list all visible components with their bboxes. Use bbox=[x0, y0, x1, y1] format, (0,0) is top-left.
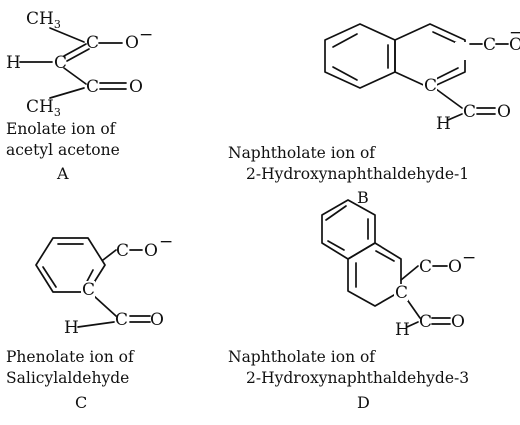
a-ch3-bottom-label: CH3 bbox=[26, 97, 61, 119]
structure-d: C O − C H C O Naphtholate ion of 2-Hydro… bbox=[228, 199, 476, 412]
structure-b: C O − C H C O Naphtholate ion of 2-Hydro… bbox=[228, 23, 520, 207]
d-label: D bbox=[357, 393, 370, 412]
b-o-minus-label: O bbox=[509, 35, 520, 55]
d-o-minus-label: O bbox=[448, 257, 462, 277]
b-bond-c-cho bbox=[435, 88, 463, 109]
a-bond-c-c-upper-1 bbox=[63, 43, 87, 57]
a-bond-c-c-lower bbox=[63, 67, 87, 85]
d-c-ring-bg bbox=[394, 284, 408, 301]
d-c-carbonyl-label: C bbox=[419, 312, 432, 332]
b-caption-line1: Naphtholate ion of bbox=[228, 144, 376, 162]
structure-a: CH3 H C C O − CH3 C O Enolate ion of ace… bbox=[6, 9, 153, 183]
b-c-ring-label: C bbox=[424, 76, 437, 96]
d-bond-h-c bbox=[406, 321, 419, 328]
c-o-minus-label: O bbox=[144, 241, 158, 261]
a-h-label: H bbox=[6, 53, 21, 73]
a-bond-ch3-c-bottom bbox=[49, 87, 85, 99]
b-charge-label: − bbox=[509, 23, 520, 43]
a-caption-line1: Enolate ion of bbox=[6, 120, 117, 138]
a-c-carbonyl-label: C bbox=[86, 77, 99, 97]
c-bond-c-cho bbox=[93, 295, 117, 317]
c-c-ring-label: C bbox=[82, 280, 95, 300]
b-bond-h-c bbox=[447, 113, 463, 121]
d-upper-ring-double-3 bbox=[327, 240, 345, 251]
c-bond-ring-to-c bbox=[102, 249, 117, 261]
c-caption-line2: Salicylaldehyde bbox=[6, 369, 129, 387]
a-bond-ch3-c bbox=[49, 27, 85, 43]
d-c-ominus-label: C bbox=[419, 257, 432, 277]
a-c-ominus-label: C bbox=[86, 33, 99, 53]
b-c-carbonyl-label: C bbox=[463, 102, 476, 122]
a-ch3-top-label: CH3 bbox=[26, 9, 61, 31]
b-h-label: H bbox=[436, 114, 451, 134]
a-o-carbonyl-label: O bbox=[129, 77, 143, 97]
a-bond-c-c-upper-2 bbox=[66, 48, 90, 62]
d-bond-ring-to-c bbox=[400, 265, 419, 281]
d-h-label: H bbox=[395, 320, 410, 340]
d-o-carbonyl-label: O bbox=[451, 312, 465, 332]
b-left-ring-double-1 bbox=[332, 33, 358, 48]
c-ring-double-2 bbox=[42, 266, 57, 288]
b-right-ring bbox=[394, 23, 466, 89]
c-bond-h-c bbox=[77, 321, 115, 328]
c-c-ring-bg bbox=[81, 281, 95, 298]
d-upper-ring bbox=[321, 199, 376, 260]
c-h-label: H bbox=[64, 318, 79, 338]
c-charge-label: − bbox=[159, 232, 173, 252]
d-lower-ring-double-1 bbox=[375, 250, 395, 262]
a-label: A bbox=[56, 164, 69, 183]
d-charge-label: − bbox=[462, 248, 476, 268]
structure-c: C O − C H C O Phenolate ion of Salicylal… bbox=[6, 232, 173, 412]
a-charge-label: − bbox=[139, 25, 153, 45]
b-c-ring-bg bbox=[423, 77, 437, 94]
c-label: C bbox=[75, 393, 87, 412]
b-c-ominus-bg bbox=[455, 42, 468, 60]
d-c-ring-label: C bbox=[395, 283, 408, 303]
b-caption-line2: 2-Hydroxynaphthaldehyde-1 bbox=[246, 165, 469, 183]
b-label: B bbox=[357, 188, 369, 207]
d-bond-c-cho bbox=[405, 297, 421, 319]
a-o-minus-label: O bbox=[125, 33, 139, 53]
c-caption-line1: Phenolate ion of bbox=[6, 348, 135, 366]
a-caption-line2: acetyl acetone bbox=[6, 141, 120, 159]
b-right-ring-double-1 bbox=[432, 31, 460, 45]
c-o-carbonyl-label: O bbox=[150, 310, 164, 330]
b-c-ominus-label: C bbox=[483, 35, 496, 55]
d-upper-ring-double-1 bbox=[325, 205, 347, 221]
d-lower-ring bbox=[347, 242, 402, 307]
d-caption-line1: Naphtholate ion of bbox=[228, 348, 376, 366]
c-c-carbonyl-label: C bbox=[115, 310, 128, 330]
b-right-ring-double-2 bbox=[433, 67, 459, 81]
c-c-ominus-label: C bbox=[116, 241, 129, 261]
b-left-ring bbox=[324, 23, 396, 89]
b-left-ring-double-2 bbox=[332, 66, 358, 81]
b-o-carbonyl-label: O bbox=[497, 102, 511, 122]
d-caption-line2: 2-Hydroxynaphthaldehyde-3 bbox=[246, 369, 469, 387]
